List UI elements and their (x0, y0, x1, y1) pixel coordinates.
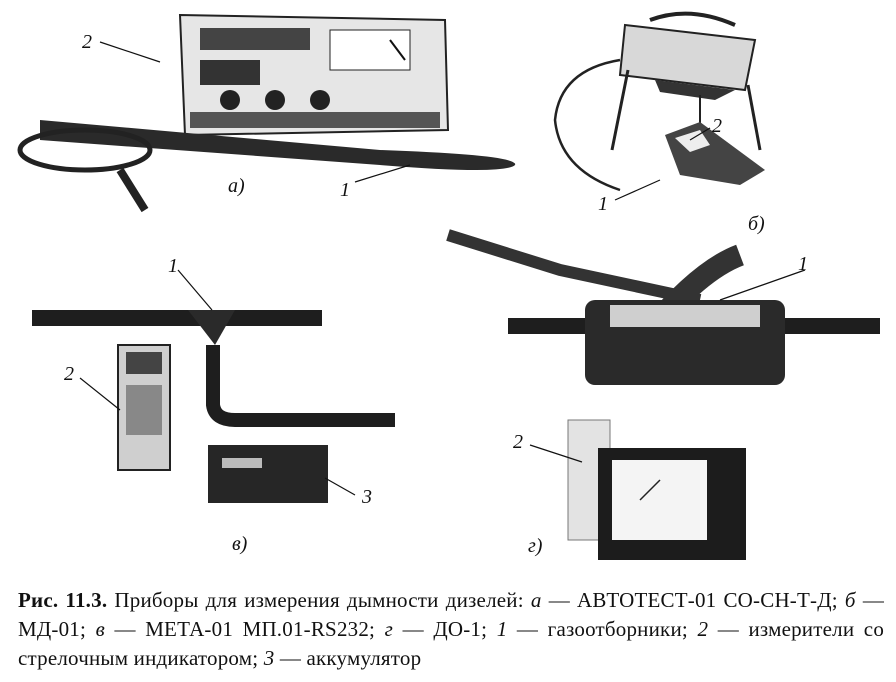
panel-a-callout-2: 2 (82, 31, 92, 53)
panel-g-label: г) (528, 535, 543, 557)
panel-g-device (446, 229, 880, 560)
panel-g-leader-1 (719, 269, 806, 301)
figure-caption: Рис. 11.3. Приборы для измерения дымност… (18, 586, 884, 673)
caption-part: — аккумулятор (274, 646, 422, 670)
caption-key: 3 (263, 646, 275, 670)
panel-v-leader-1 (177, 269, 213, 311)
panel-a-leader-1 (354, 164, 411, 183)
panel-g-leader-2 (529, 444, 583, 463)
caption-key: а (530, 588, 542, 612)
panel-b-callout-2: 2 (712, 115, 722, 137)
panel-b-leader-1 (614, 179, 661, 201)
panel-v-callout-2: 2 (64, 363, 74, 385)
caption-key: 2 (697, 617, 709, 641)
caption-part: — АВТОТЕСТ-01 СО-СН-Т-Д; (541, 588, 845, 612)
caption-part: — измерители со стрелочным индикатором; (18, 617, 885, 670)
panel-b-device (553, 11, 765, 192)
caption-key: 1 (496, 617, 508, 641)
panel-v-callout-3: 3 (361, 486, 372, 508)
panel-b-leader-2 (689, 127, 711, 141)
caption-key: в (95, 617, 105, 641)
panel-g-callout-2: 2 (513, 431, 523, 453)
caption-part: Приборы для измерения дымности дизелей: (114, 588, 531, 612)
figure-illustrations: 2 1 а) 2 1 б) 1 2 3 в) (17, 11, 880, 560)
figure-caption-label: Рис. 11.3. (18, 588, 108, 612)
panel-v-label: в) (232, 533, 248, 555)
caption-key: б (844, 588, 856, 612)
panel-g-callout-1: 1 (798, 253, 808, 275)
panel-b-callout-1: 1 (598, 193, 608, 215)
panel-v-leader-3 (324, 477, 356, 496)
panel-v-callout-1: 1 (168, 255, 178, 277)
caption-part: — МД-01; (18, 588, 885, 641)
caption-part: — МЕТА-01 МП.01-RS232; (104, 617, 385, 641)
panel-v-device (32, 310, 395, 503)
panel-a-callout-1: 1 (340, 179, 350, 201)
panel-b-label: б) (748, 213, 765, 235)
panel-v-leader-2 (79, 377, 121, 411)
caption-part: — газоотборники; (507, 617, 698, 641)
caption-key: г (384, 617, 394, 641)
caption-part: — ДО-1; (393, 617, 497, 641)
panel-a-device (17, 13, 516, 213)
panel-a-leader-2 (99, 41, 161, 63)
panel-a-label: а) (228, 175, 245, 197)
